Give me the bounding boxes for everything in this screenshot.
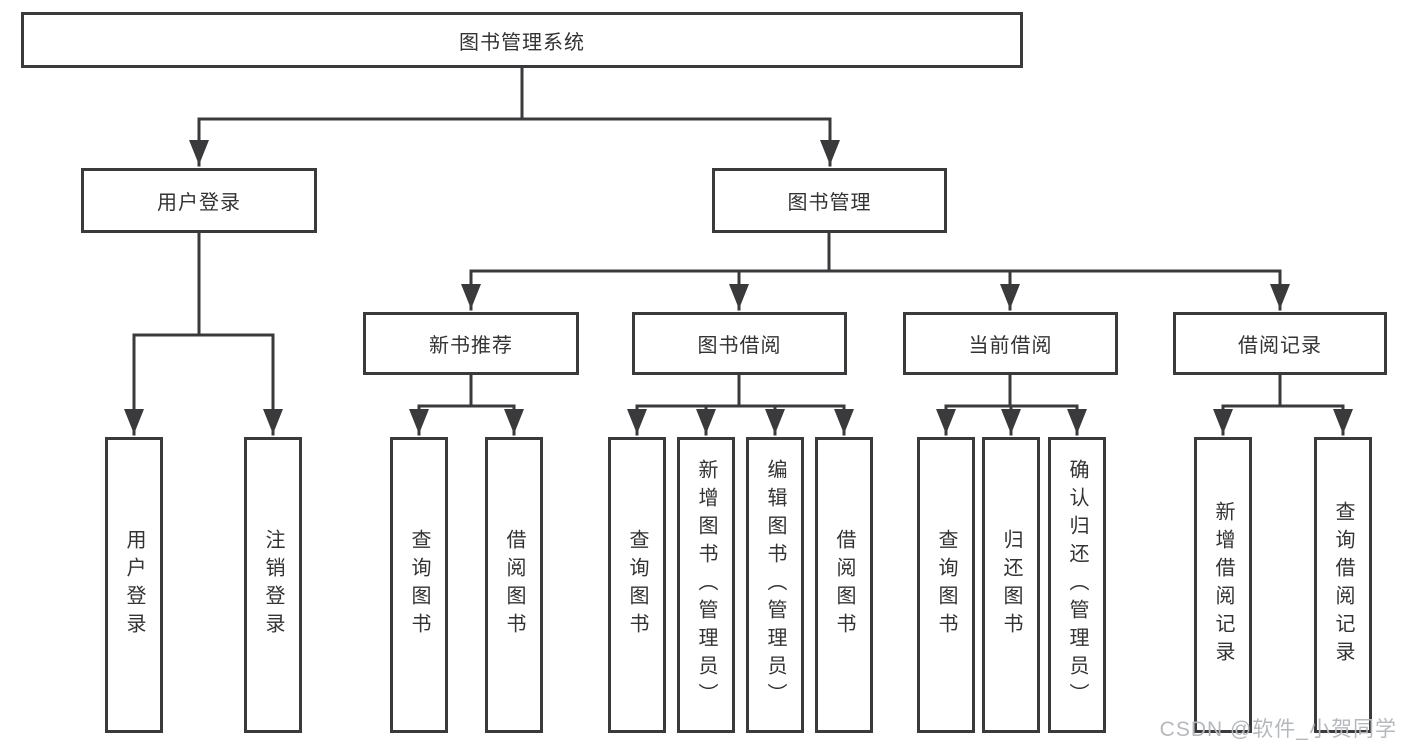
leaf-query-books-1: 查询图书 <box>390 437 448 733</box>
csdn-watermark: CSDN @软件_小贺同学 <box>1159 718 1397 741</box>
leaf-borrow-books-1: 借阅图书 <box>485 437 543 733</box>
leaf-user-login: 用户登录 <box>105 437 163 733</box>
leaf-edit-books-admin: 编辑图书（管理员） <box>746 437 804 733</box>
leaf-label: 借阅图书 <box>833 529 855 641</box>
leaf-label: 编辑图书（管理员） <box>764 459 786 711</box>
node-current-borrow: 当前借阅 <box>903 312 1118 375</box>
leaf-query-borrow-record: 查询借阅记录 <box>1314 437 1372 733</box>
leaf-confirm-return-admin: 确认归还（管理员） <box>1048 437 1106 733</box>
leaf-label: 新增图书（管理员） <box>695 459 717 711</box>
leaf-logout: 注销登录 <box>244 437 302 733</box>
node-borrow-records: 借阅记录 <box>1173 312 1387 375</box>
leaf-label: 查询图书 <box>935 529 957 641</box>
leaf-add-books-admin: 新增图书（管理员） <box>677 437 735 733</box>
leaf-label: 查询图书 <box>408 529 430 641</box>
leaf-label: 用户登录 <box>123 529 145 641</box>
leaf-label: 归还图书 <box>1000 529 1022 641</box>
leaf-query-books-3: 查询图书 <box>917 437 975 733</box>
leaf-add-borrow-record: 新增借阅记录 <box>1194 437 1252 733</box>
node-book-management: 图书管理 <box>712 168 947 233</box>
leaf-return-books: 归还图书 <box>982 437 1040 733</box>
leaf-borrow-books-2: 借阅图书 <box>815 437 873 733</box>
leaf-query-books-2: 查询图书 <box>608 437 666 733</box>
node-new-book-recommend: 新书推荐 <box>363 312 579 375</box>
leaf-label: 新增借阅记录 <box>1212 501 1234 669</box>
node-root: 图书管理系统 <box>21 12 1023 68</box>
node-user-login-branch: 用户登录 <box>81 168 317 233</box>
leaf-label: 注销登录 <box>262 529 284 641</box>
leaf-label: 借阅图书 <box>503 529 525 641</box>
leaf-label: 查询图书 <box>626 529 648 641</box>
leaf-label: 确认归还（管理员） <box>1066 459 1088 711</box>
node-book-borrow: 图书借阅 <box>632 312 847 375</box>
leaf-label: 查询借阅记录 <box>1332 501 1354 669</box>
